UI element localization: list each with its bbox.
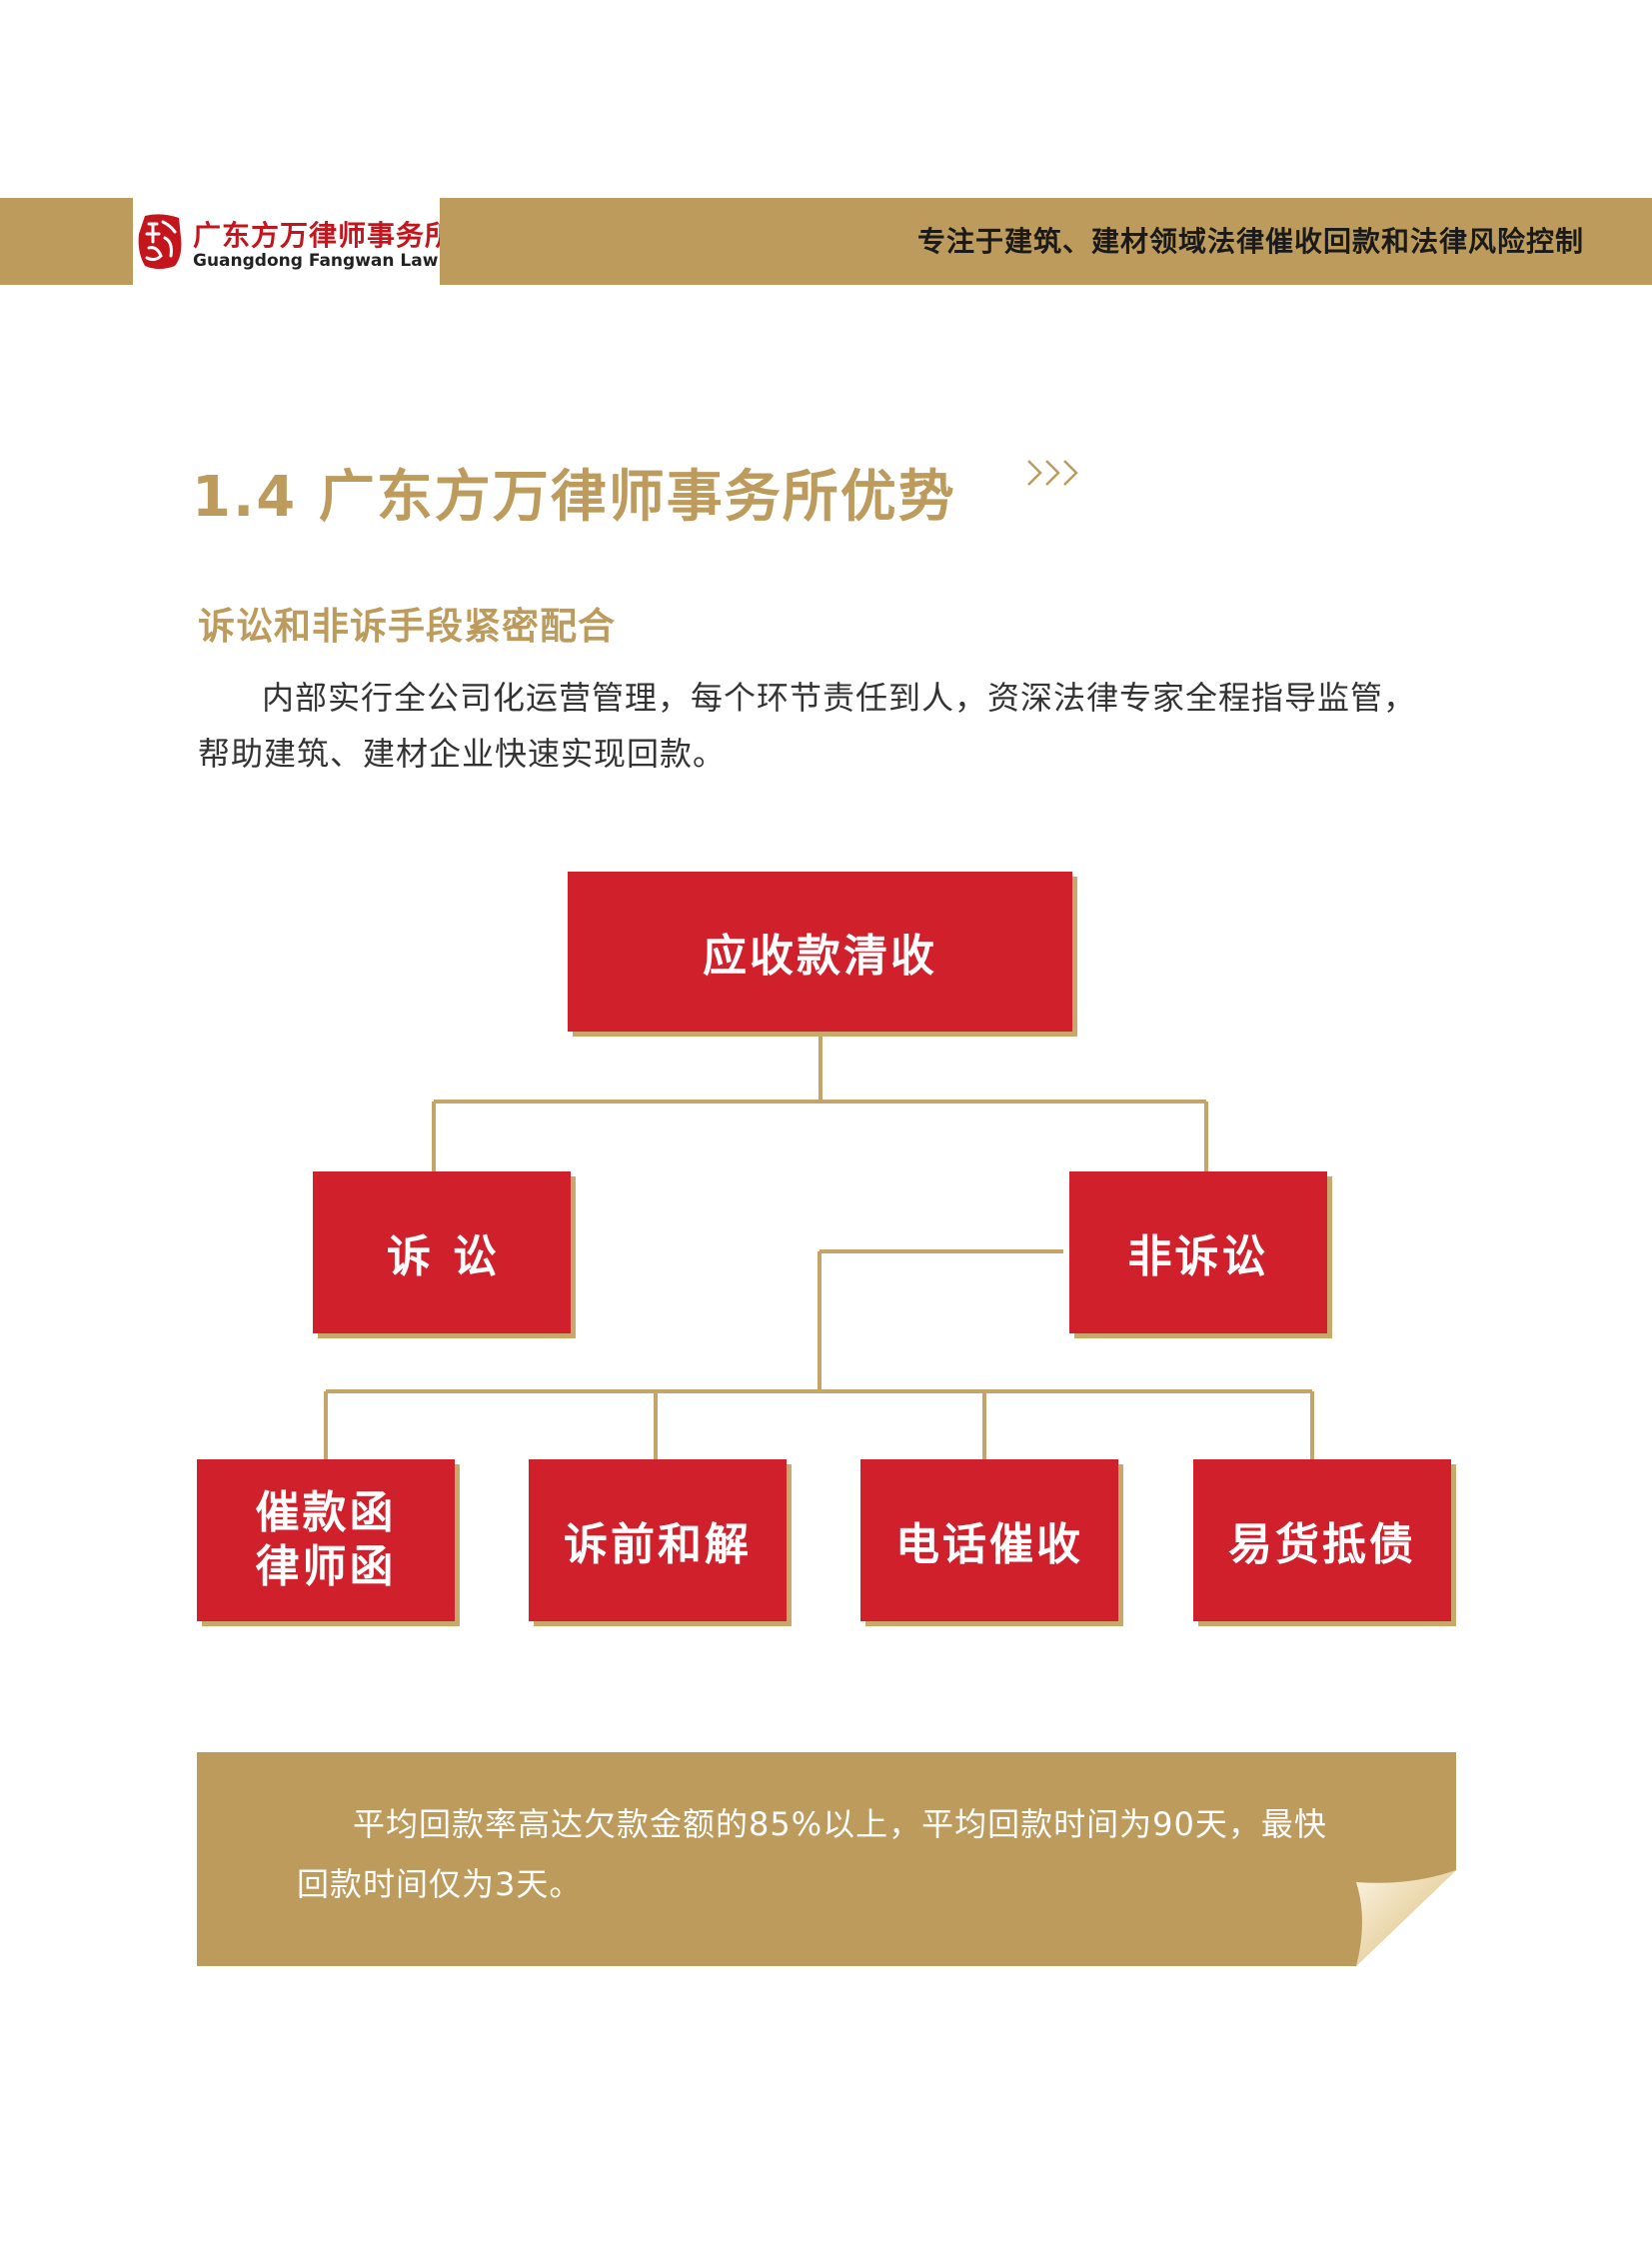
node-label-line2: 律师函 bbox=[255, 1541, 397, 1592]
section-title: 1.4 广东方万律师事务所优势 bbox=[192, 465, 956, 530]
firm-logo: 广东方万律师事务所 Guangdong Fangwan Law Firm bbox=[133, 198, 440, 285]
node-barter-offset: 易货抵债 bbox=[1193, 1459, 1451, 1621]
node-phone-collection: 电话催收 bbox=[860, 1459, 1118, 1621]
header-band-left bbox=[0, 198, 133, 285]
node-pre-suit-mediation: 诉前和解 bbox=[529, 1459, 787, 1621]
firm-name-cn: 广东方万律师事务所 bbox=[193, 219, 440, 252]
seal-logo-icon bbox=[138, 214, 182, 269]
node-litigation: 诉讼 bbox=[313, 1171, 571, 1333]
intro-paragraph: 内部实行全公司化运营管理，每个环节责任到人，资深法律专家全程指导监管，帮助建筑、… bbox=[198, 679, 1417, 773]
node-label: 电话催收 bbox=[895, 1519, 1083, 1570]
callout-text: 平均回款率高达欠款金额的85%以上，平均回款时间为90天，最快回款时间仅为3天。 bbox=[297, 1805, 1327, 1903]
callout-background bbox=[197, 1752, 1456, 1966]
node-non-litigation: 非诉讼 bbox=[1069, 1171, 1327, 1333]
node-label: 诉前和解 bbox=[564, 1519, 752, 1570]
node-demand-letters: 催款函 律师函 bbox=[197, 1459, 455, 1621]
node-receivables-collection: 应收款清收 bbox=[568, 872, 1072, 1032]
triple-chevron-icon bbox=[1027, 460, 1078, 486]
node-label: 易货抵债 bbox=[1228, 1519, 1416, 1570]
node-label: 应收款清收 bbox=[703, 931, 937, 982]
subheading: 诉讼和非诉手段紧密配合 bbox=[198, 605, 616, 648]
node-label: 诉讼 bbox=[387, 1231, 519, 1282]
header-band-right: 专注于建筑、建材领域法律催收回款和法律风险控制 bbox=[440, 198, 1652, 285]
stats-callout: 平均回款率高达欠款金额的85%以上，平均回款时间为90天，最快回款时间仅为3天。 bbox=[197, 1752, 1456, 1966]
header-slogan: 专注于建筑、建材领域法律催收回款和法律风险控制 bbox=[916, 225, 1584, 258]
firm-name-en: Guangdong Fangwan Law Firm bbox=[193, 251, 440, 271]
node-label: 非诉讼 bbox=[1127, 1231, 1269, 1282]
node-label-line1: 催款函 bbox=[255, 1487, 397, 1538]
